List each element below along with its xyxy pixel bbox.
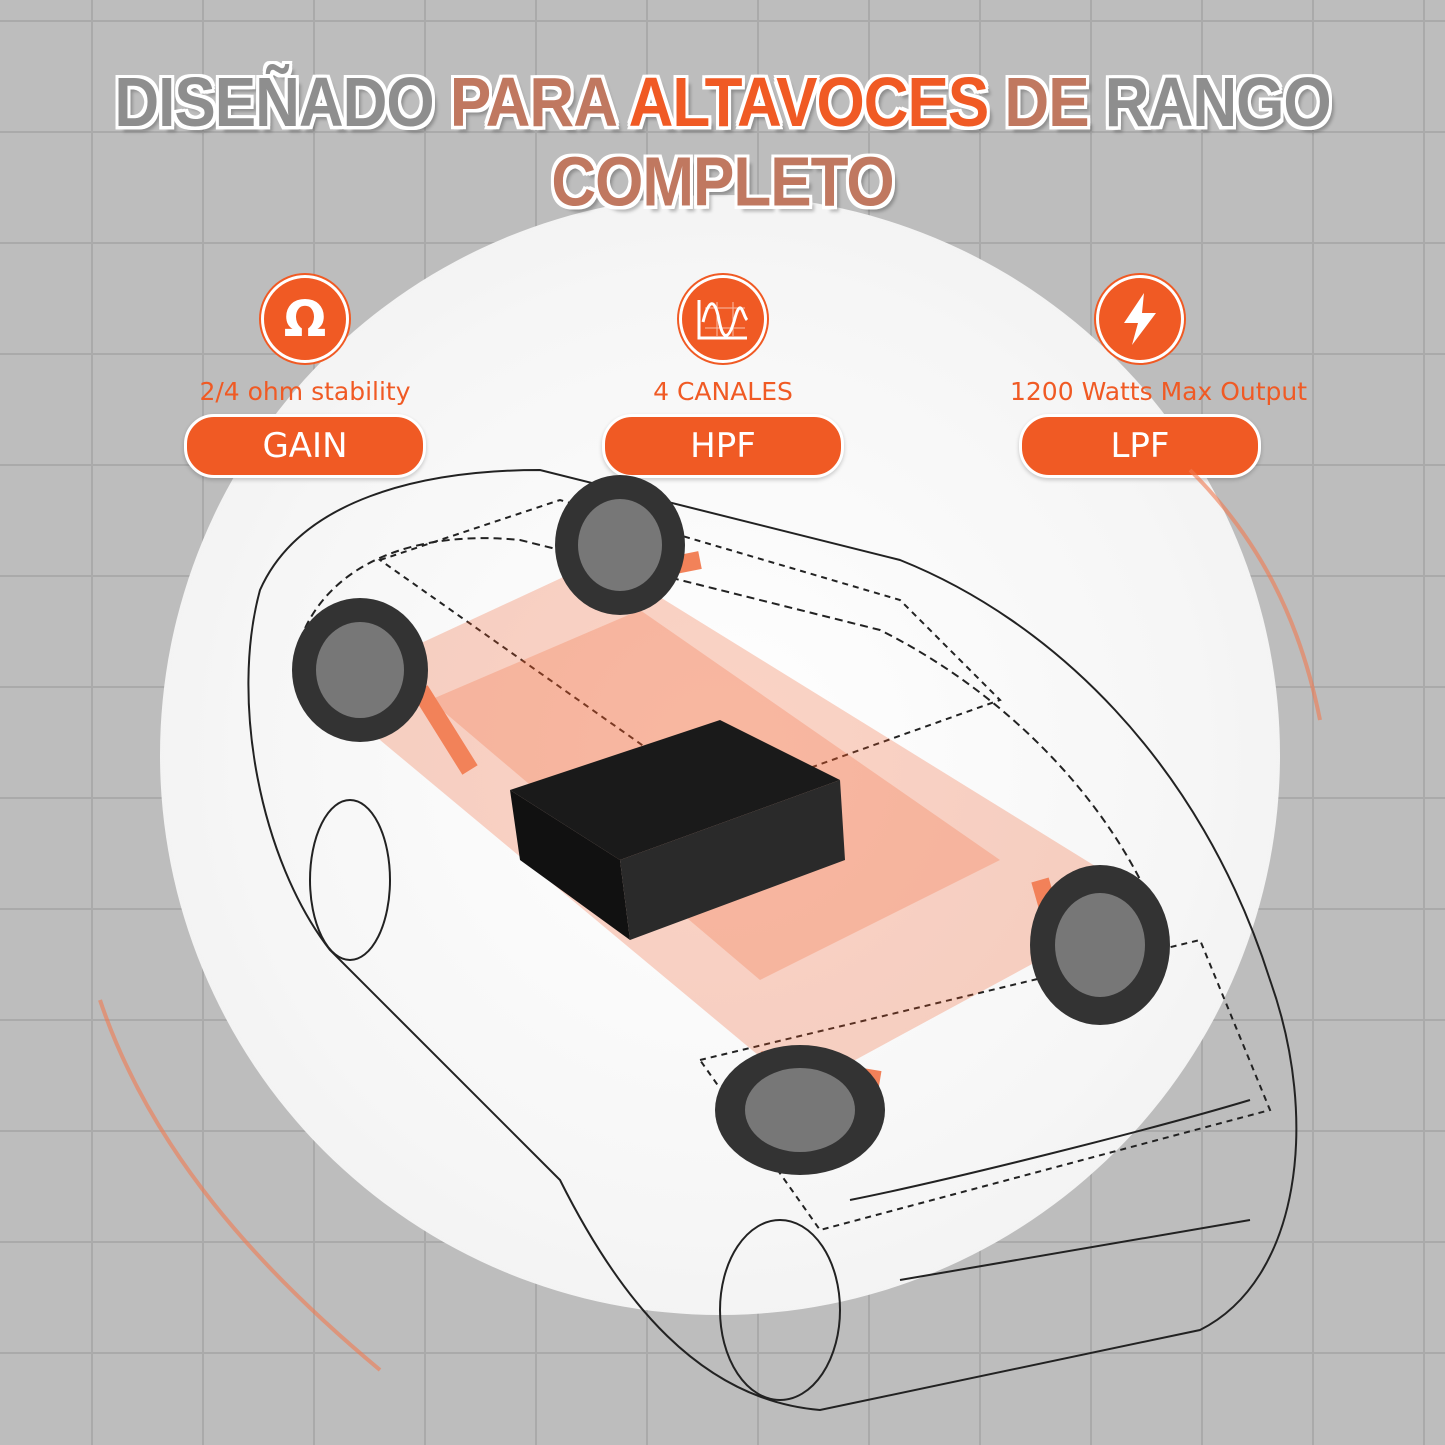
waveform-icon	[679, 275, 767, 363]
gain-badge: GAIN	[184, 414, 426, 478]
lpf-badge: LPF	[1019, 414, 1261, 478]
title-word: RANGO	[1104, 64, 1332, 142]
speaker-icon	[715, 1045, 885, 1175]
title-word: ALTAVOCES	[628, 64, 990, 142]
speakers	[292, 475, 1170, 1175]
title-word: COMPLETO	[551, 144, 894, 222]
title-word: DE	[1004, 64, 1089, 142]
omega-icon: Ω	[261, 275, 349, 363]
hpf-badge: HPF	[602, 414, 844, 478]
feature-hpf: 4 CANALES HPF	[593, 275, 853, 478]
speaker-icon	[1030, 865, 1170, 1025]
sound-waves	[98, 468, 1322, 1372]
title-word: DISEÑADO	[114, 64, 434, 142]
lightning-icon	[1096, 275, 1184, 363]
speaker-icon	[292, 598, 428, 742]
speaker-icon	[555, 475, 685, 615]
car-outline	[247, 468, 1298, 1412]
feature-caption: 4 CANALES	[653, 377, 793, 406]
feature-lpf: 1200 Watts Max Output LPF	[1010, 275, 1308, 478]
title-word: PARA	[449, 64, 616, 142]
feature-gain: Ω 2/4 ohm stability GAIN	[175, 275, 435, 478]
feature-caption: 1200 Watts Max Output	[1010, 377, 1308, 406]
page-title: DISEÑADO PARA ALTAVOCES DE RANGO COMPLET…	[0, 63, 1445, 222]
amplifier	[510, 720, 845, 940]
feature-caption: 2/4 ohm stability	[199, 377, 411, 406]
